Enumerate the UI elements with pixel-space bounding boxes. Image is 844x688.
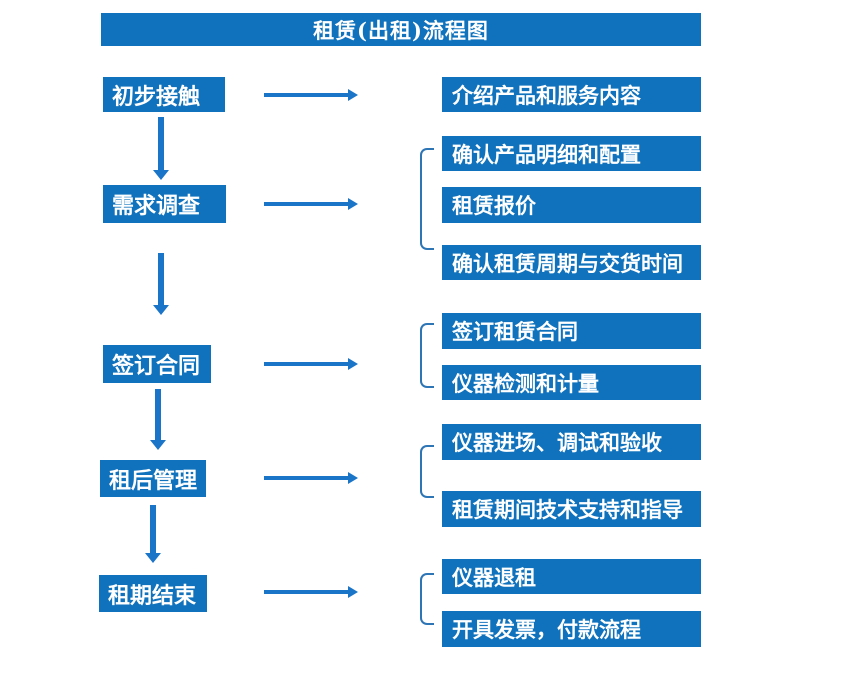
group-bracket-icon xyxy=(420,445,434,498)
down-arrow-icon xyxy=(152,117,169,180)
down-arrow-head xyxy=(144,553,161,563)
right-arrow-shaft xyxy=(264,476,349,480)
flowchart-title-bar: 租赁(出租)流程图 xyxy=(101,13,701,46)
down-arrow-shaft xyxy=(149,505,156,554)
stage-box-contract-signing: 签订合同 xyxy=(103,345,211,383)
stage-box-lease-end: 租期结束 xyxy=(99,575,207,612)
right-arrow-icon xyxy=(264,471,358,485)
output-label: 开具发票，付款流程 xyxy=(452,617,641,642)
down-arrow-head xyxy=(149,440,166,450)
stage-label: 需求调查 xyxy=(112,193,201,219)
right-arrow-icon xyxy=(264,585,358,599)
stage-box-initial-contact: 初步接触 xyxy=(103,77,225,112)
right-arrow-head xyxy=(348,472,358,484)
flowchart-title: 租赁(出租)流程图 xyxy=(313,17,489,43)
output-label: 确认产品明细和配置 xyxy=(452,141,641,167)
down-arrow-shaft xyxy=(157,117,164,171)
right-arrow-head xyxy=(348,586,358,598)
output-label: 确认租赁周期与交货时间 xyxy=(452,250,683,276)
output-box-confirm-product-details: 确认产品明细和配置 xyxy=(442,136,701,171)
down-arrow-icon xyxy=(152,253,169,315)
output-box-confirm-rental-period: 确认租赁周期与交货时间 xyxy=(442,245,701,280)
right-arrow-shaft xyxy=(264,590,349,594)
output-label: 仪器检测和计量 xyxy=(452,370,599,396)
output-box-sign-rental-contract: 签订租赁合同 xyxy=(442,313,701,349)
stage-label: 租后管理 xyxy=(109,467,198,494)
right-arrow-icon xyxy=(264,88,358,102)
down-arrow-head xyxy=(152,170,169,180)
output-label: 租赁报价 xyxy=(452,193,536,218)
output-box-invoice-payment: 开具发票，付款流程 xyxy=(442,611,701,647)
down-arrow-shaft xyxy=(154,389,161,441)
output-label: 介绍产品和服务内容 xyxy=(452,82,641,108)
down-arrow-shaft xyxy=(157,253,164,306)
group-bracket-icon xyxy=(420,323,434,388)
stage-label: 租期结束 xyxy=(108,582,197,609)
output-label: 租赁期间技术支持和指导 xyxy=(452,497,683,522)
down-arrow-head xyxy=(152,305,169,315)
output-box-instrument-return: 仪器退租 xyxy=(442,559,701,594)
stage-label: 初步接触 xyxy=(112,83,201,110)
right-arrow-shaft xyxy=(264,202,349,206)
output-label: 签订租赁合同 xyxy=(452,319,578,344)
output-label: 仪器退租 xyxy=(452,564,536,590)
right-arrow-icon xyxy=(264,197,358,211)
right-arrow-head xyxy=(348,358,358,370)
output-box-introduce-products: 介绍产品和服务内容 xyxy=(442,77,701,112)
right-arrow-shaft xyxy=(264,362,349,366)
stage-label: 签订合同 xyxy=(112,353,201,379)
right-arrow-shaft xyxy=(264,93,349,97)
right-arrow-head xyxy=(348,198,358,210)
down-arrow-icon xyxy=(144,505,161,563)
down-arrow-icon xyxy=(149,389,166,450)
output-box-instrument-testing: 仪器检测和计量 xyxy=(442,365,701,400)
right-arrow-head xyxy=(348,89,358,101)
right-arrow-icon xyxy=(264,357,358,371)
output-box-technical-support: 租赁期间技术支持和指导 xyxy=(442,491,701,527)
output-label: 仪器进场、调试和验收 xyxy=(452,430,662,455)
output-box-instrument-setup-acceptance: 仪器进场、调试和验收 xyxy=(442,424,701,460)
group-bracket-icon xyxy=(420,148,434,250)
output-box-rental-quotation: 租赁报价 xyxy=(442,187,701,223)
stage-box-demand-survey: 需求调查 xyxy=(103,185,226,223)
group-bracket-icon xyxy=(420,573,434,625)
stage-box-post-rental-management: 租后管理 xyxy=(100,460,206,497)
